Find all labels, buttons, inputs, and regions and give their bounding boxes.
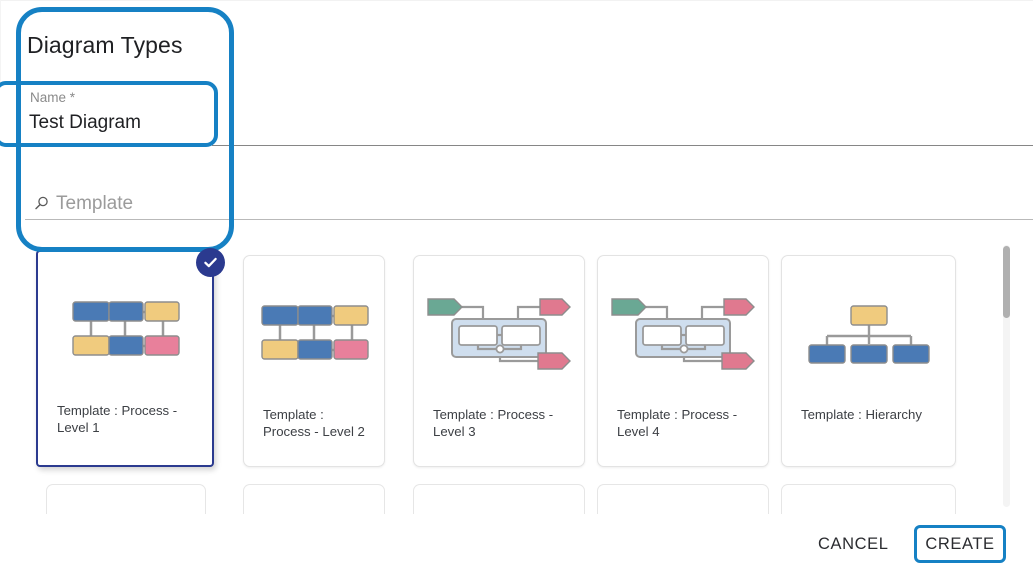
search-underline — [25, 219, 1033, 220]
template-thumbnail-process-grid — [38, 274, 212, 384]
template-card-row2[interactable] — [243, 484, 385, 514]
template-card-label: Template : Process - Level 4 — [617, 407, 738, 439]
search-input[interactable]: Template — [56, 193, 134, 214]
template-thumbnail-hierarchy — [782, 278, 955, 388]
template-thumbnail-process-grid — [244, 278, 384, 388]
cancel-button[interactable]: CANCEL — [812, 531, 895, 558]
scrollbar-thumb[interactable] — [1003, 246, 1010, 318]
name-field-underline — [212, 145, 1033, 146]
template-card-process-level-3[interactable]: Template : Process - Level 3 — [413, 255, 585, 467]
dialog-left-edge — [0, 0, 1, 120]
template-card-label: Template : Hierarchy — [801, 407, 922, 422]
name-input[interactable]: Test Diagram — [29, 112, 141, 133]
template-card-label: Template : Process - Level 1 — [57, 403, 178, 435]
template-card-process-level-2[interactable]: Template : Process - Level 2 — [243, 255, 385, 467]
template-card-row2[interactable] — [413, 484, 585, 514]
search-icon — [34, 196, 49, 211]
template-card-row2[interactable] — [46, 484, 206, 514]
template-card-process-level-4[interactable]: Template : Process - Level 4 — [597, 255, 769, 467]
template-row-1: Template : Process - Level 1 — [0, 232, 1033, 467]
template-card-label: Template : Process - Level 3 — [433, 407, 554, 439]
template-list[interactable]: Template : Process - Level 1 — [0, 232, 1033, 514]
page-title: Diagram Types — [27, 32, 183, 58]
template-card-row2[interactable] — [781, 484, 956, 514]
scrollbar-track[interactable] — [1003, 245, 1010, 507]
template-thumbnail-process-swimlane — [414, 278, 584, 388]
template-thumbnail-process-swimlane — [598, 278, 768, 388]
check-circle-icon — [196, 248, 225, 277]
template-card-row2[interactable] — [597, 484, 769, 514]
template-card-label: Template : Process - Level 2 — [263, 407, 365, 439]
template-card-process-level-1[interactable]: Template : Process - Level 1 — [36, 250, 214, 467]
create-button[interactable]: CREATE — [914, 525, 1006, 563]
template-card-hierarchy[interactable]: Template : Hierarchy — [781, 255, 956, 467]
name-field[interactable] — [0, 81, 218, 147]
name-field-label: Name * — [30, 90, 76, 105]
dialog-top-edge — [0, 0, 1033, 1]
